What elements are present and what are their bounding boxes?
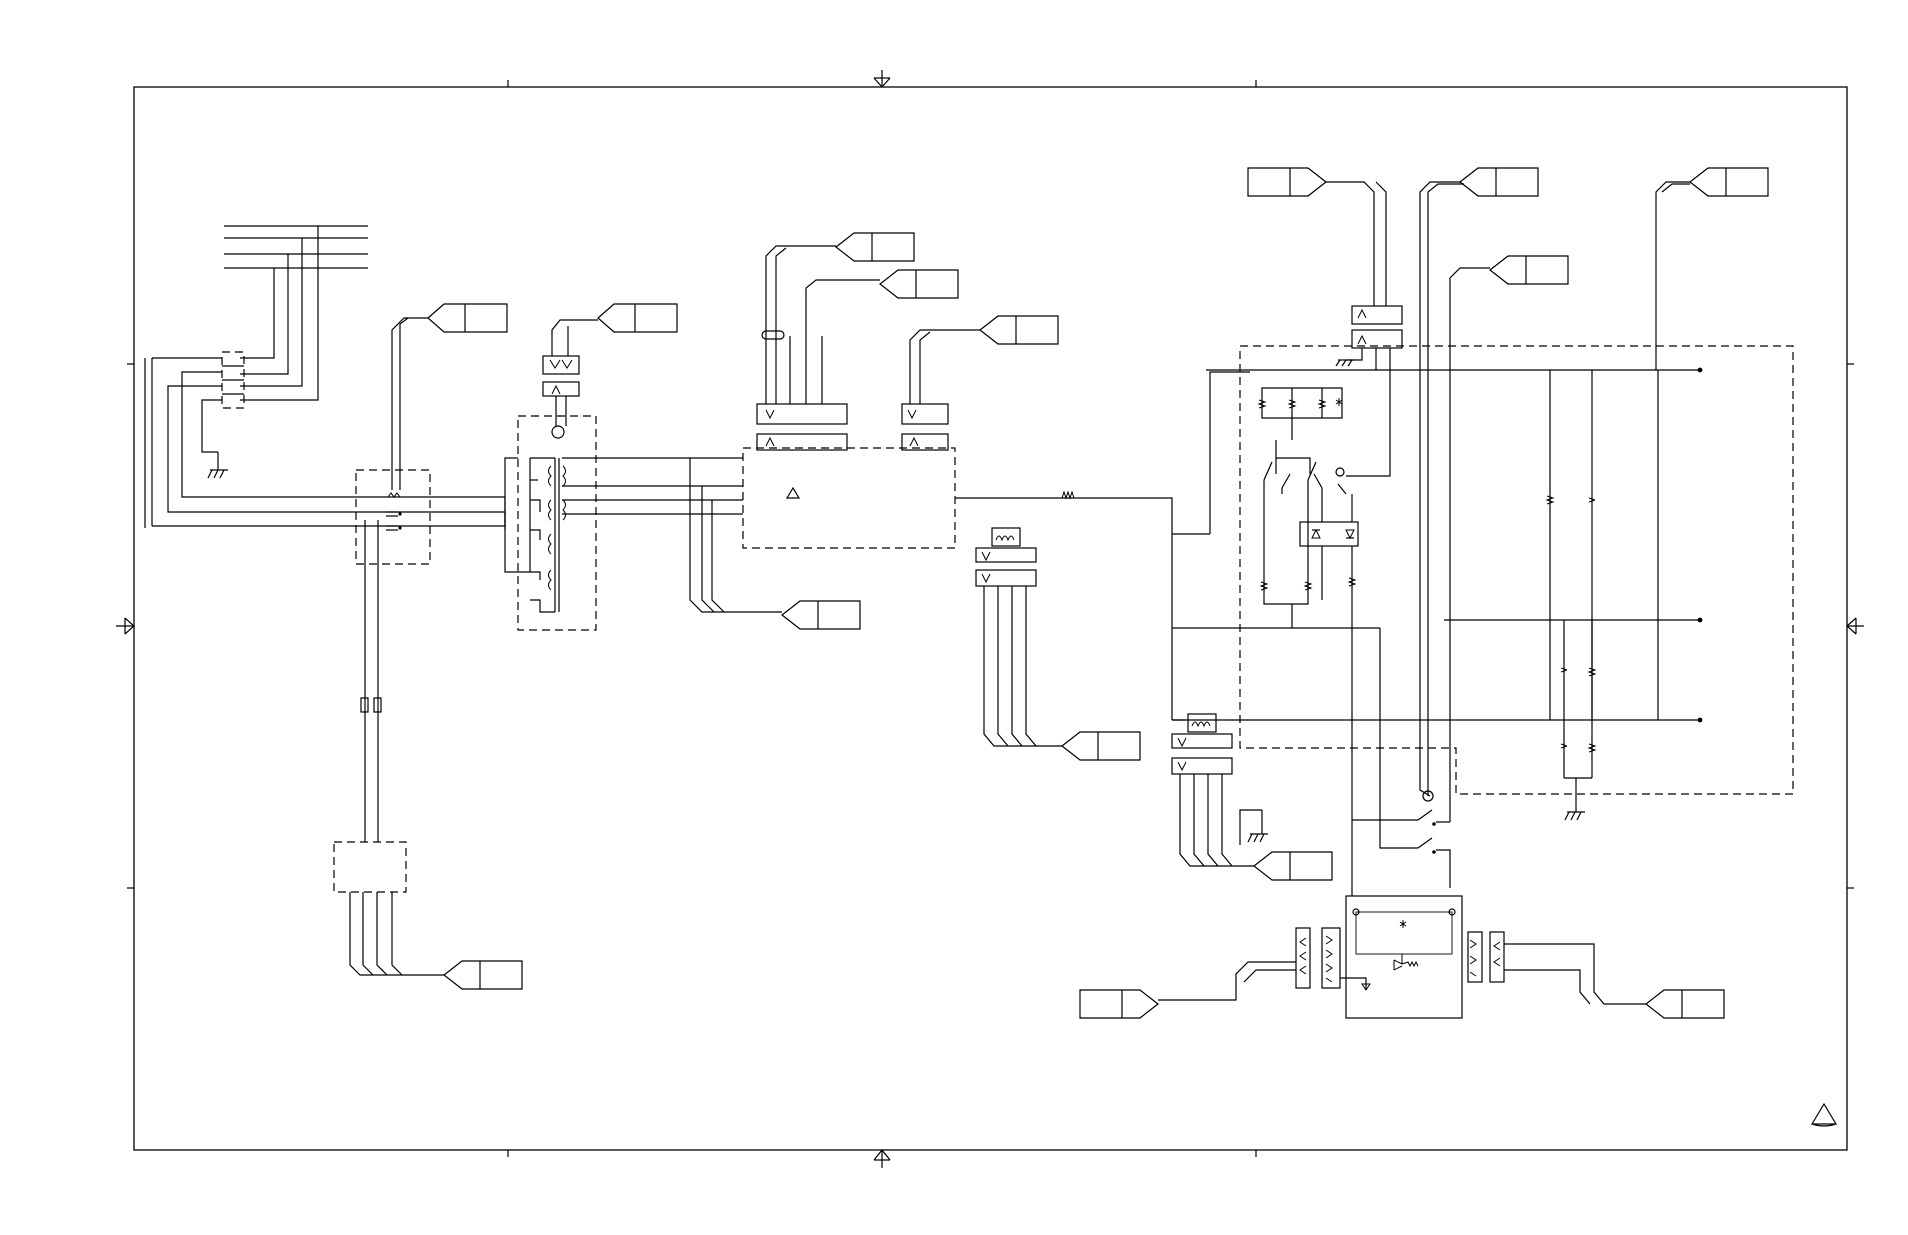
resistor-network [1257, 387, 1343, 494]
drawing-frame [127, 80, 1854, 1157]
transformer-box [517, 415, 597, 631]
tag-top-left-1 [427, 303, 508, 333]
ground-symbol-3 [1564, 811, 1585, 821]
control-box-connector-left [1158, 927, 1371, 1001]
board-long-feeds [1419, 181, 1690, 822]
tag-top-mid-3 [979, 315, 1059, 345]
relay-connector-stack [975, 527, 1062, 747]
transformer-connector [542, 319, 598, 439]
secondary-feed-lines [562, 457, 782, 613]
tag-mid-1 [781, 600, 861, 630]
tag-top-right-1 [1247, 167, 1327, 197]
door-switches [1352, 628, 1451, 888]
centering-arrow-bottom [873, 1149, 891, 1168]
lower-left-module [333, 841, 444, 976]
tag-bottom-mid [1079, 989, 1159, 1019]
main-feed-lines [144, 457, 555, 573]
power-board-outline [1239, 345, 1794, 795]
tag-mid-2 [1061, 731, 1141, 761]
centering-arrow-left [116, 617, 135, 635]
tag-top-right-4 [1689, 167, 1769, 197]
terminal-block-left [144, 351, 505, 526]
emi-filter-box [355, 469, 431, 565]
tag-top-left-2 [597, 303, 678, 333]
tag-bottom-left [443, 960, 523, 990]
tag-top-mid-1 [835, 232, 915, 262]
tag-top-mid-2 [879, 269, 959, 299]
ground-symbol-2 [1247, 810, 1268, 843]
control-module-box [742, 447, 956, 549]
magnetron-control-box [1345, 895, 1463, 1019]
ground-symbol [207, 452, 228, 479]
output-connector-stack [1171, 713, 1262, 867]
power-bus-lines [224, 225, 368, 401]
tag-top-right-3 [1489, 255, 1569, 285]
tag-top-right-2 [1459, 167, 1539, 197]
tag-bottom-right [1645, 989, 1725, 1019]
board-top-connector [1326, 181, 1403, 477]
power-board-bus [1172, 367, 1703, 812]
control-box-connector-right [1467, 931, 1646, 1005]
relay-switch-assembly [1259, 461, 1359, 896]
fuse-line [360, 520, 382, 842]
tag-mid-3 [1253, 851, 1333, 881]
module-connector-right [901, 329, 980, 451]
centering-arrow-top [873, 70, 891, 88]
centering-arrow-right [1846, 617, 1864, 635]
warning-triangle-icon [1810, 1102, 1838, 1127]
module-connector-left [756, 245, 880, 451]
